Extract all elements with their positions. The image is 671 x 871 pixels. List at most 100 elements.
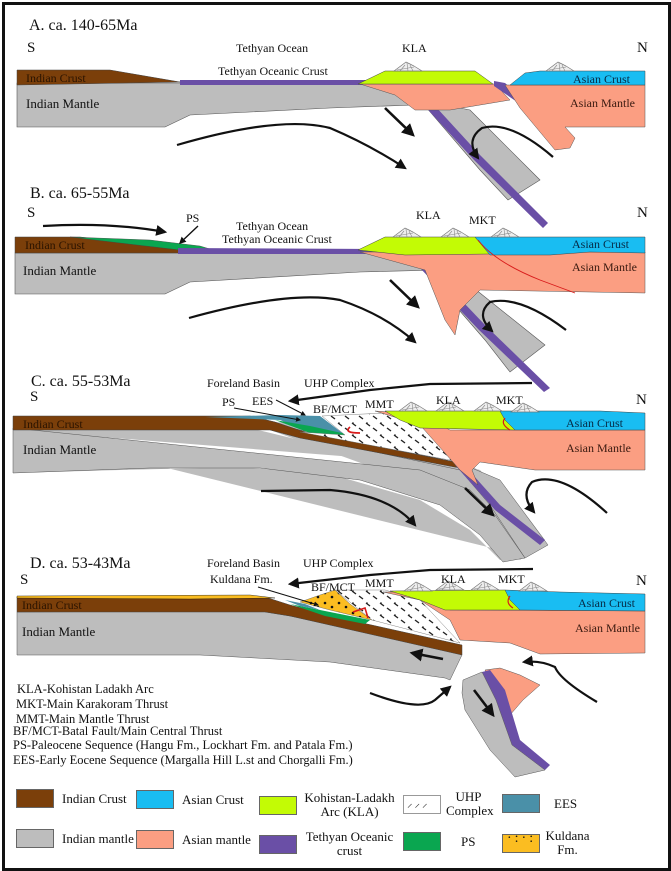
panel-c-kla-label: KLA	[436, 393, 461, 407]
panel-d-detached-slab-arrow	[472, 689, 495, 718]
panel-b-indian-crust-label: Indian Crust	[25, 238, 85, 252]
panel-d: D. ca. 53-43Ma S N Foreland Basin Kuldan…	[16, 555, 647, 778]
panel-c-bf-fault	[347, 426, 361, 434]
panel-d-mmt-label: MMT	[365, 576, 394, 590]
panel-c-north: N	[636, 392, 647, 408]
panel-a-mountain-icon	[393, 61, 423, 72]
legend-swatch-asian-mantle	[136, 830, 174, 849]
panel-c-mkt-label: MKT	[496, 393, 523, 407]
panel-b-mantle-flow-arrow	[188, 296, 417, 344]
panel-d-mountain-icon-3	[470, 580, 500, 591]
legend-item-tethyan: Tethyan Oceanic crust	[259, 830, 397, 858]
panel-d-indian-crust-label: Indian Crust	[22, 598, 82, 612]
panel-b-asian-crust-label: Asian Crust	[572, 237, 630, 251]
panel-a: A. ca. 140-65Ma S N Indian Crust Indian …	[16, 17, 648, 228]
panel-c-mkt-fault	[502, 417, 511, 431]
legend-item-asian-crust: Asian Crust	[136, 790, 244, 809]
abbr-ees: EES-Early Eocene Sequence (Margalla Hill…	[13, 753, 353, 767]
panel-c: C. ca. 55-53Ma S N Foreland Basin UHP Co…	[12, 373, 647, 563]
panel-b-asian-mantle-label: Asian Mantle	[572, 260, 637, 274]
panel-d-uhp-exhumation-arrow	[287, 567, 534, 589]
panel-a-mountain-icon-2	[545, 61, 575, 72]
panel-a-return-flow-arrow	[468, 125, 554, 160]
legend-swatch-kla	[259, 795, 297, 815]
panel-d-kla-label: KLA	[441, 572, 466, 586]
panel-c-return-flow-arrow	[524, 478, 608, 514]
panel-d-indian-crust	[16, 596, 463, 656]
panel-b-mkt-fault	[477, 239, 576, 294]
legend-item-indian-crust: Indian Crust	[16, 789, 127, 808]
abbr-mkt: MKT-Main Karakoram Thrust	[16, 697, 169, 711]
panel-c-south: S	[30, 389, 38, 405]
legend-item-kla: Kohistan-Ladakh Arc (KLA)	[259, 791, 397, 819]
legend-label-tethyan: Tethyan Oceanic crust	[305, 829, 394, 858]
legend-label-asian-mantle: Asian mantle	[182, 831, 251, 847]
legend-label-uhp: UHP Complex	[446, 789, 494, 818]
panel-a-indian-mantle-label: Indian Mantle	[26, 96, 100, 111]
panel-d-inflow-arrow-left	[369, 685, 452, 706]
panel-c-indian-mantle-label: Indian Mantle	[23, 442, 97, 457]
panel-d-kuldana-foreland	[16, 594, 276, 600]
panel-b-ps-label: PS	[186, 211, 199, 225]
panel-a-kla-label: KLA	[402, 41, 427, 55]
legend-swatch-uhp: ⸝⸝⸝	[403, 794, 441, 814]
panel-c-uhp-exhumation-arrow	[287, 381, 533, 406]
panel-c-title: C. ca. 55-53Ma	[31, 373, 131, 390]
panel-d-ees	[285, 600, 320, 610]
panel-d-ps	[290, 604, 370, 624]
legend-swatch-indian-crust	[16, 789, 54, 808]
panel-d-asian-crust	[504, 589, 646, 612]
panel-c-ps-pointer	[233, 407, 301, 422]
panel-c-ees-label: EES	[252, 394, 273, 408]
panel-b-top-flow-arrow	[42, 223, 168, 236]
kuldana-dots-icon: ·:·:	[507, 830, 537, 846]
legend-swatch-ps	[403, 832, 441, 851]
legend-item-ees: EES	[502, 794, 577, 813]
panel-c-mountain-icon-1	[398, 401, 428, 412]
panel-b-asian-crust	[474, 236, 646, 256]
legend-label-ps: PS	[461, 833, 476, 849]
panel-a-kla	[357, 70, 494, 85]
panel-b-tethyan-crust-label: Tethyan Oceanic Crust	[222, 232, 332, 246]
panel-a-indian-crust-label: Indian Crust	[26, 71, 86, 85]
panel-b-north: N	[637, 205, 648, 221]
legend-label-indian-crust: Indian Crust	[62, 790, 127, 806]
panel-b-mountain-icon-3	[490, 227, 520, 238]
legend-label-indian-mantle: Indian mantle	[62, 830, 134, 846]
panel-b-tethyan-crust	[178, 248, 550, 392]
legend-item-uhp: ⸝⸝⸝ UHP Complex	[403, 789, 494, 818]
legend-label-kla: Kohistan-Ladakh Arc (KLA)	[304, 790, 395, 819]
panel-c-ees	[205, 415, 345, 435]
abbr-ps: PS-Paleocene Sequence (Hangu Fm., Lockha…	[13, 738, 353, 752]
panel-a-tethyan-ocean-label: Tethyan Ocean	[236, 41, 308, 55]
legend-swatch-indian-mantle	[16, 829, 54, 848]
legend-swatch-kuldana: ·:·:	[502, 830, 540, 853]
panel-d-detached-tethyan	[482, 670, 550, 770]
panel-d-foreland-label: Foreland Basin	[207, 556, 280, 570]
legend-label-kuldana: Kuldana Fm.	[545, 828, 590, 857]
panel-b-tethyan-ocean-label: Tethyan Ocean	[236, 219, 308, 233]
panel-d-bf-fault	[352, 606, 369, 619]
panel-b-return-flow-arrow	[481, 299, 567, 333]
panel-d-mountain-icon-1	[403, 581, 433, 592]
panel-d-detached-indian-mantle	[461, 671, 546, 778]
panel-d-bf-mct-label: BF/MCT	[311, 580, 356, 594]
panel-b-ps-pointer	[178, 225, 199, 244]
legend-swatch-asian-crust	[136, 790, 174, 809]
panel-b-south: S	[27, 205, 35, 221]
panel-a-slab-arrow	[384, 107, 415, 137]
panel-b-kla	[357, 236, 491, 256]
panel-c-bf-mct-label: BF/MCT	[313, 402, 358, 416]
panel-b: B. ca. 65-55Ma S N PS Indian Crust India…	[14, 185, 648, 392]
panel-c-asian-crust	[499, 410, 646, 431]
abbr-kla: KLA-Kohistan Ladakh Arc	[17, 682, 154, 696]
panel-d-north: N	[636, 573, 647, 589]
panel-b-mountain-icon-2	[440, 227, 470, 238]
panel-a-north: N	[637, 40, 648, 56]
panel-a-asian-crust-label: Asian Crust	[573, 72, 631, 86]
panel-c-tethyan-slab	[455, 465, 545, 545]
legend-label-asian-crust: Asian Crust	[182, 791, 244, 807]
panel-a-mantle-flow-arrow	[176, 122, 407, 170]
legend-item-ps: PS	[403, 832, 475, 851]
panel-a-asian-crust	[509, 70, 646, 86]
